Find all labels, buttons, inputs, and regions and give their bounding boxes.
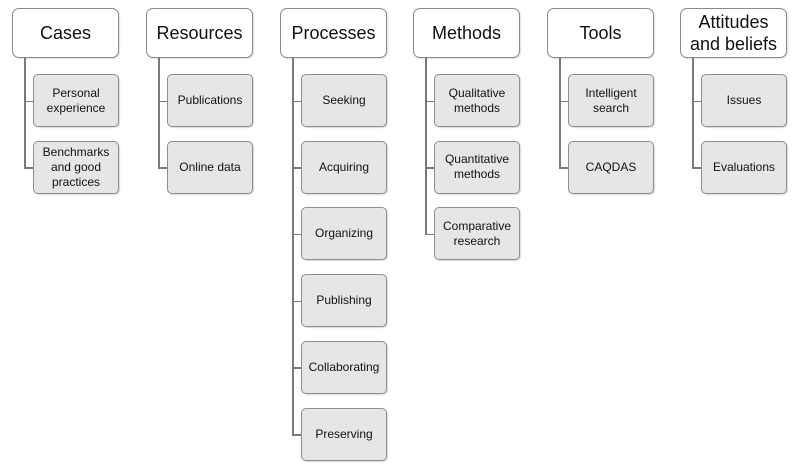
item-tools: CAQDAS xyxy=(568,140,654,194)
connector-vertical-cases xyxy=(24,58,26,168)
item-attitudes: Evaluations xyxy=(701,140,787,194)
connector-horizontal-processes xyxy=(292,434,301,436)
item-resources: Publications xyxy=(167,74,253,127)
connector-horizontal-processes xyxy=(292,300,301,303)
item-processes: Collaborating xyxy=(301,340,387,394)
item-resources: Online data xyxy=(167,140,253,194)
connector-vertical-attitudes xyxy=(692,58,694,168)
item-processes: Acquiring xyxy=(301,140,387,194)
connector-horizontal-processes xyxy=(292,100,301,102)
item-cases: Benchmarks and good practices xyxy=(33,140,119,194)
item-processes: Organizing xyxy=(301,207,387,261)
connector-horizontal-methods xyxy=(425,233,434,236)
connector-horizontal-cases xyxy=(24,167,33,169)
connector-horizontal-tools xyxy=(559,167,568,169)
connector-horizontal-attitudes xyxy=(692,100,701,102)
header-tools: Tools xyxy=(547,8,654,58)
item-cases: Personal experience xyxy=(33,74,119,127)
header-resources: Resources xyxy=(146,8,253,58)
connector-vertical-processes xyxy=(292,58,294,434)
header-cases: Cases xyxy=(12,8,119,58)
item-methods: Qualitative methods xyxy=(434,74,520,127)
item-methods: Comparative research xyxy=(434,207,520,261)
item-tools: Intelligent search xyxy=(568,74,654,127)
connector-horizontal-resources xyxy=(158,167,167,169)
connector-horizontal-methods xyxy=(425,167,434,169)
connector-horizontal-tools xyxy=(559,100,568,102)
connector-vertical-methods xyxy=(425,58,427,234)
item-processes: Publishing xyxy=(301,274,387,328)
header-methods: Methods xyxy=(413,8,520,58)
item-attitudes: Issues xyxy=(701,74,787,127)
header-processes: Processes xyxy=(280,8,387,58)
connector-horizontal-processes xyxy=(292,167,301,169)
connector-horizontal-resources xyxy=(158,100,167,102)
item-processes: Seeking xyxy=(301,74,387,127)
connector-horizontal-methods xyxy=(425,100,434,102)
connector-horizontal-processes xyxy=(292,367,301,369)
item-processes: Preserving xyxy=(301,407,387,461)
connector-vertical-tools xyxy=(559,58,561,168)
connector-vertical-resources xyxy=(158,58,160,168)
connector-horizontal-attitudes xyxy=(692,167,701,169)
connector-horizontal-processes xyxy=(292,233,301,236)
connector-horizontal-cases xyxy=(24,100,33,102)
header-attitudes: Attitudes and beliefs xyxy=(680,8,787,58)
item-methods: Quantitative methods xyxy=(434,140,520,194)
